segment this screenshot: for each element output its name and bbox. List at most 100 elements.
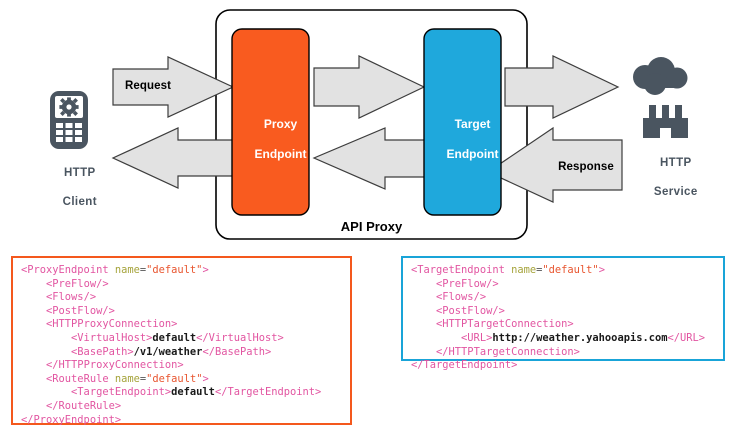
mobile-phone-gear-icon xyxy=(50,91,88,149)
code-token-txt: http://weather.yahooapis.com xyxy=(492,331,668,344)
code-token-tag: > xyxy=(598,264,605,276)
code-token-attr: name xyxy=(114,372,140,385)
code-token-tag: <URL> xyxy=(461,331,493,344)
code-token-tag: </ProxyEndpoint> xyxy=(21,413,122,426)
code-token-tag: </TargetEndpoint> xyxy=(214,386,322,399)
code-line: <HTTPProxyConnection> xyxy=(21,318,342,332)
code-line: </TargetEndpoint> xyxy=(411,359,715,373)
proxy-endpoint-label: Proxy Endpoint xyxy=(232,102,309,177)
http-client-label-line1: HTTP xyxy=(63,167,96,180)
code-token-tag: </URL> xyxy=(667,331,706,344)
code-line: <BasePath>/v1/weather</BasePath> xyxy=(21,346,342,360)
code-token-pad xyxy=(21,291,46,303)
code-token-pad xyxy=(21,373,46,385)
code-token-eq: = xyxy=(139,264,147,276)
http-service-label-line1: HTTP xyxy=(659,157,692,170)
code-token-tag: </HTTPProxyConnection> xyxy=(46,359,184,372)
arrow-target-to-proxy xyxy=(312,127,431,190)
code-token-tag: <RouteRule xyxy=(46,372,115,385)
code-line: <ProxyEndpoint name="default"> xyxy=(21,264,342,278)
code-line: </HTTPProxyConnection> xyxy=(21,359,342,373)
code-token-tag: > xyxy=(202,264,209,276)
diagram-canvas xyxy=(50,9,688,240)
code-token-attr: name xyxy=(511,264,537,276)
code-token-tag: </VirtualHost> xyxy=(196,331,284,344)
arrow-label-response: Response xyxy=(558,161,614,173)
code-line: <Flows/> xyxy=(411,291,715,305)
code-token-pad xyxy=(411,278,436,290)
code-token-eq: = xyxy=(139,372,147,385)
code-token-tag: <Flows/> xyxy=(46,291,97,304)
target-endpoint-label: Target Endpoint xyxy=(424,102,501,177)
code-token-tag: <TargetEndpoint> xyxy=(71,386,172,399)
code-token-txt: default xyxy=(152,331,197,344)
proxy-endpoint-box[interactable] xyxy=(231,28,310,216)
target-endpoint-label-line1: Target xyxy=(454,117,491,131)
code-token-tag: <ProxyEndpoint xyxy=(21,264,115,276)
code-token-tag: <VirtualHost> xyxy=(71,331,153,344)
code-line: <TargetEndpoint>default</TargetEndpoint> xyxy=(21,386,342,400)
arrow-client-response xyxy=(111,127,234,189)
code-token-tag: <PreFlow/> xyxy=(46,277,109,290)
code-line: </ProxyEndpoint> xyxy=(21,414,342,428)
code-token-pad xyxy=(21,332,71,344)
code-token-tag: </RouteRule> xyxy=(46,399,122,412)
code-token-pad xyxy=(21,305,46,317)
arrow-label-request: Request xyxy=(124,80,172,92)
target-endpoint-label-line2: Endpoint xyxy=(446,147,499,161)
http-client-label: HTTP Client xyxy=(33,152,105,224)
proxy-endpoint-label-line1: Proxy xyxy=(263,117,298,131)
code-line: </RouteRule> xyxy=(21,400,342,414)
code-token-pad xyxy=(21,386,71,398)
code-token-tag: </BasePath> xyxy=(202,345,272,358)
code-token-pad xyxy=(21,400,46,412)
code-token-tag: <HTTPProxyConnection> xyxy=(46,318,178,331)
code-line: <RouteRule name="default"> xyxy=(21,373,342,387)
code-line: <HTTPTargetConnection> xyxy=(411,318,715,332)
http-client-label-line2: Client xyxy=(62,196,97,209)
code-token-eq: = xyxy=(536,264,543,276)
target-endpoint-box[interactable] xyxy=(423,28,502,216)
code-token-tag: <BasePath> xyxy=(71,345,134,358)
arrow-proxy-to-target xyxy=(313,55,426,119)
code-line: <TargetEndpoint name="default"> xyxy=(411,264,715,278)
code-token-pad xyxy=(411,346,436,358)
code-line: <PostFlow/> xyxy=(21,305,342,319)
code-token-tag: </TargetEndpoint> xyxy=(411,359,518,372)
http-service-label: HTTP Service xyxy=(629,142,701,214)
code-line: <Flows/> xyxy=(21,291,342,305)
code-token-txt: default xyxy=(171,386,215,399)
code-token-attr: name xyxy=(114,264,140,276)
code-token-txt: /v1/weather xyxy=(133,345,203,358)
code-token-pad xyxy=(411,305,436,317)
proxy-endpoint-label-line2: Endpoint xyxy=(254,147,307,161)
code-token-tag: <PostFlow/> xyxy=(436,304,505,317)
http-service-label-line2: Service xyxy=(653,186,698,199)
code-token-pad xyxy=(411,291,436,303)
arrow-request xyxy=(112,56,235,118)
code-token-tag: <TargetEndpoint xyxy=(411,264,512,276)
code-token-tag: > xyxy=(202,372,209,385)
cloud-factory-icon xyxy=(633,57,688,138)
code-token-pad xyxy=(21,346,71,358)
arrow-target-to-service xyxy=(504,55,620,119)
code-line: <VirtualHost>default</VirtualHost> xyxy=(21,332,342,346)
api-proxy-flow-diagram: Request Response Proxy Endpoint Target E… xyxy=(33,9,701,240)
target-endpoint-code-block: <TargetEndpoint name="default"> <PreFlow… xyxy=(401,256,725,371)
code-line: </HTTPTargetConnection> xyxy=(411,346,715,360)
code-token-pad xyxy=(21,318,46,330)
code-line: <PostFlow/> xyxy=(411,305,715,319)
code-token-tag: </HTTPTargetConnection> xyxy=(436,345,580,358)
proxy-endpoint-code-block: <ProxyEndpoint name="default"> <PreFlow/… xyxy=(11,256,352,428)
code-token-tag: <HTTPTargetConnection> xyxy=(436,318,574,331)
code-token-pad xyxy=(411,318,436,330)
arrow-response xyxy=(486,126,623,203)
code-token-pad xyxy=(21,359,46,371)
code-token-tag: <Flows/> xyxy=(436,291,487,304)
code-line: <PreFlow/> xyxy=(411,278,715,292)
code-token-pad xyxy=(21,278,46,290)
code-token-val: "default" xyxy=(542,264,599,276)
code-token-val: "default" xyxy=(146,264,203,276)
api-proxy-container-label: API Proxy xyxy=(340,219,403,234)
